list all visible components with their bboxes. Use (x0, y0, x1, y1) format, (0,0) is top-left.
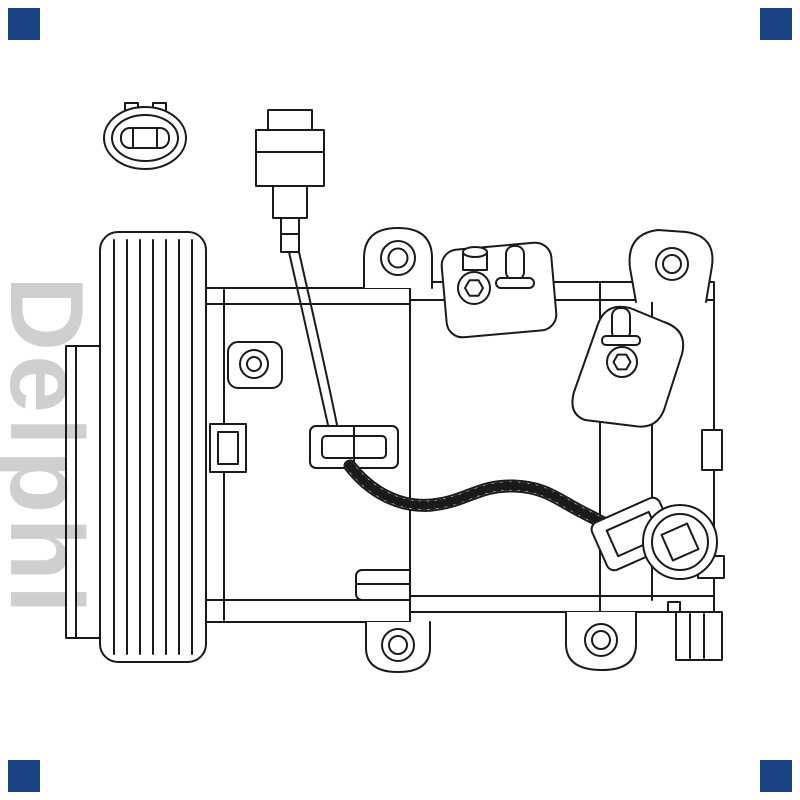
electrical-connector-oval (103, 102, 187, 170)
corner-marker-bottom-left (8, 760, 40, 792)
electrical-connector-plug (255, 109, 325, 253)
corner-marker-bottom-right (760, 760, 792, 792)
mounting-lug-top-right (628, 229, 714, 303)
mounting-bracket-top-with-bolts (440, 241, 558, 339)
corner-marker-top-right (760, 8, 792, 40)
mounting-lug-bottom-left (365, 621, 431, 673)
mounting-lug-right-mid (571, 305, 685, 428)
wire-clamp (309, 425, 399, 469)
mounting-lug-bottom-right (565, 611, 637, 671)
wiring-harness (343, 459, 613, 531)
pulley (65, 231, 207, 663)
mounting-lug-top-center (363, 227, 433, 289)
harness-connector (590, 496, 718, 580)
corner-marker-top-left (8, 8, 40, 40)
